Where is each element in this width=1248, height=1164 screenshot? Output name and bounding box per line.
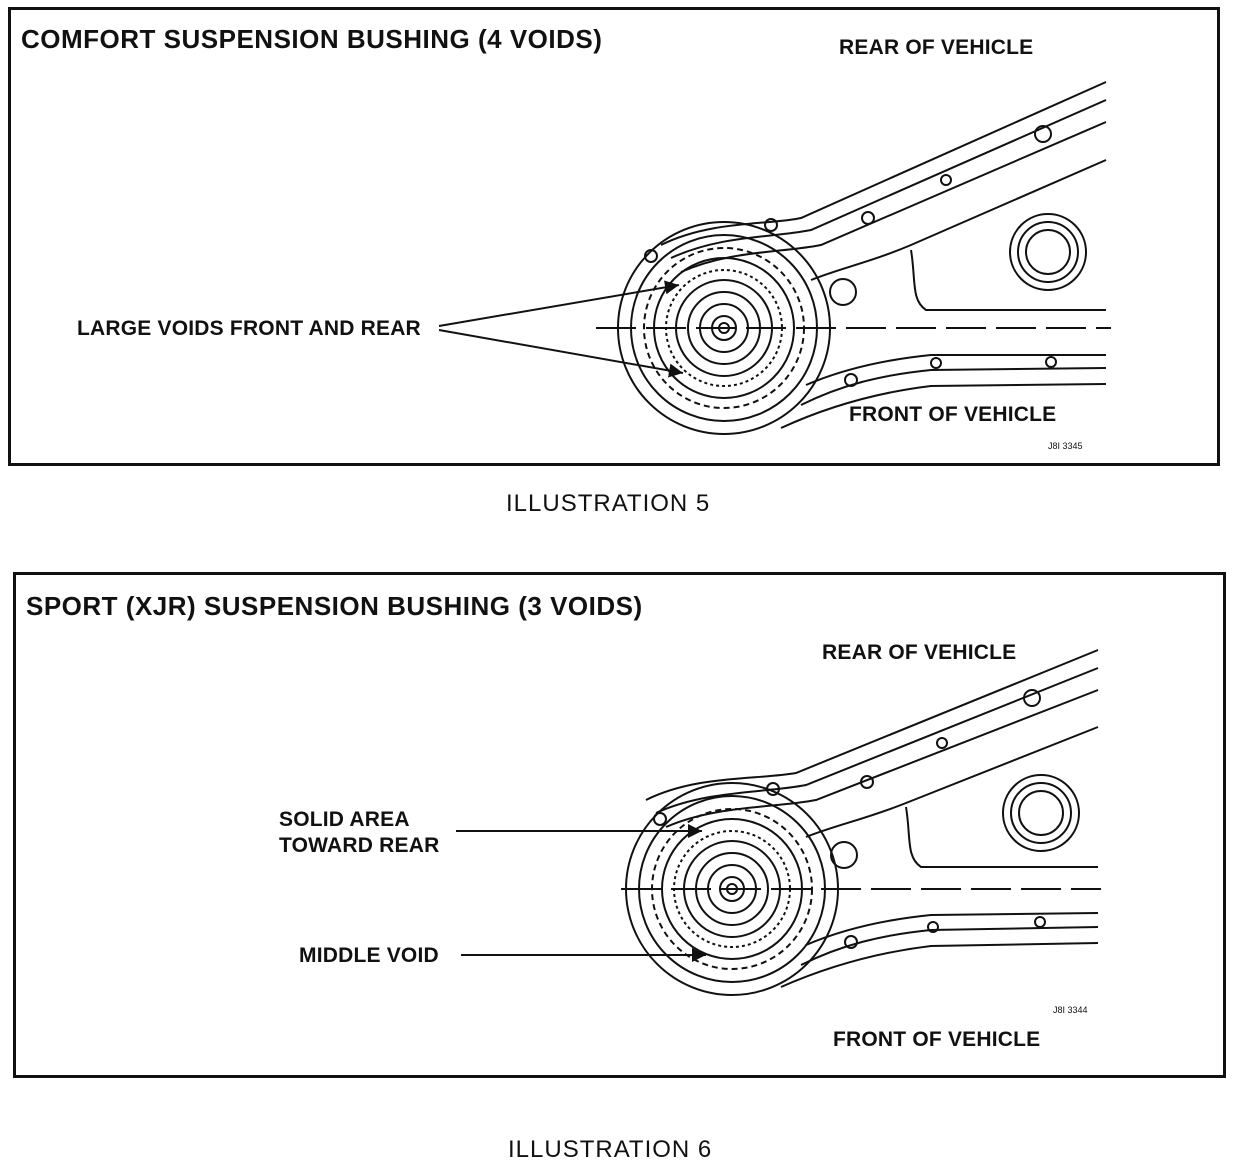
rear-of-vehicle-label: REAR OF VEHICLE: [822, 641, 1017, 664]
arm-boss: [1002, 774, 1080, 852]
mounting-holes: [644, 125, 1057, 387]
panel-title: SPORT (XJR) SUSPENSION BUSHING (3 VOIDS): [26, 591, 643, 621]
front-of-vehicle-label: FRONT OF VEHICLE: [833, 1028, 1041, 1051]
large-voids-callout: LARGE VOIDS FRONT AND REAR: [77, 317, 421, 340]
bushing: [617, 221, 831, 435]
figure-code: J8I 3345: [1048, 441, 1083, 451]
solid-area-callout-line2: TOWARD REAR: [279, 834, 440, 857]
arm-boss: [1009, 213, 1087, 291]
callout-arrows: [456, 824, 706, 962]
bushing-diagram-sport: [456, 649, 1101, 996]
callout-arrows: [438, 280, 684, 378]
bushing: [625, 782, 839, 996]
illustration-5-panel: COMFORT SUSPENSION BUSHING (4 VOIDS) REA…: [8, 7, 1220, 466]
figure-code: J8I 3344: [1053, 1005, 1088, 1015]
middle-void-callout: MIDDLE VOID: [299, 944, 439, 967]
bushing-diagram-comfort: [438, 81, 1111, 435]
rear-of-vehicle-label: REAR OF VEHICLE: [839, 36, 1034, 59]
illustration-5-caption: ILLUSTRATION 5: [506, 490, 711, 517]
front-of-vehicle-label: FRONT OF VEHICLE: [849, 403, 1057, 426]
mounting-holes: [653, 689, 1046, 949]
control-arm-outline: [645, 649, 1099, 988]
illustration-6-panel: SPORT (XJR) SUSPENSION BUSHING (3 VOIDS)…: [13, 572, 1226, 1078]
solid-area-callout-line1: SOLID AREA: [279, 808, 410, 831]
panel-title: COMFORT SUSPENSION BUSHING (4 VOIDS): [21, 24, 603, 54]
illustration-6-caption: ILLUSTRATION 6: [508, 1136, 713, 1163]
